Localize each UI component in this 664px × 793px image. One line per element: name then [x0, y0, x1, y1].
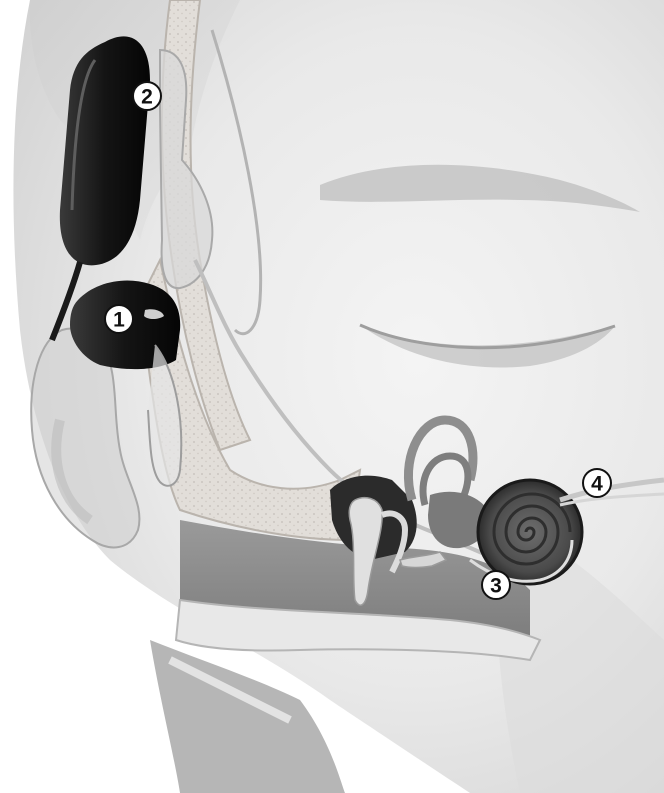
callout-2: 2 [133, 82, 161, 110]
callout-3: 3 [482, 571, 510, 599]
callout-label: 4 [591, 473, 603, 496]
callout-label: 1 [113, 309, 125, 332]
callout-1: 1 [105, 305, 133, 333]
callout-4: 4 [583, 469, 611, 497]
callout-label: 2 [141, 86, 153, 109]
callout-label: 3 [490, 575, 502, 598]
